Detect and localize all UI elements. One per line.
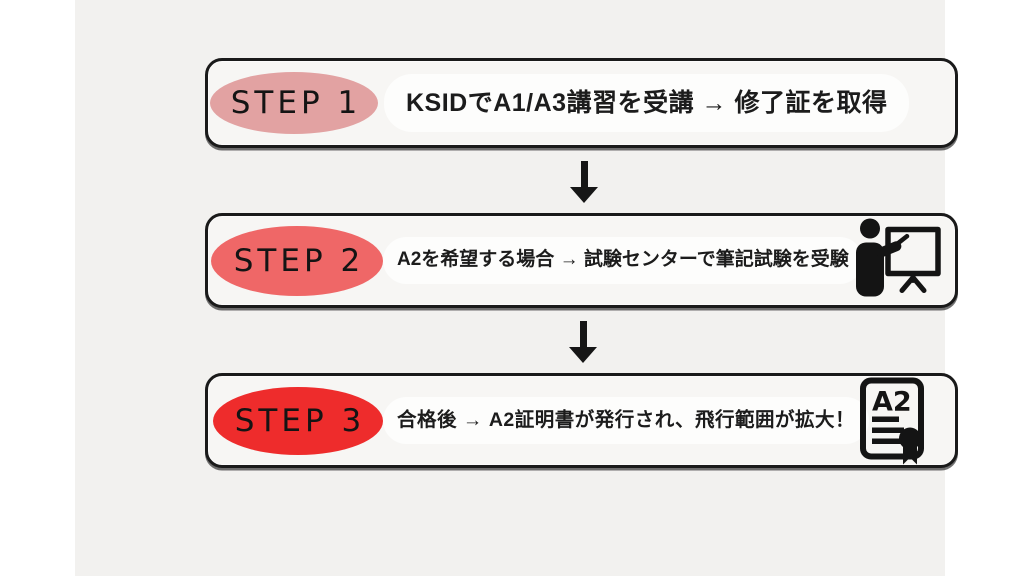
step-2-text: A2を希望する場合 → 試験センターで筆記試験を受験 <box>397 249 849 271</box>
infographic-canvas: STEP 1 KSIDでA1/A3講習を受講 → 修了証を取得 STEP 2 A… <box>75 0 958 576</box>
step-2-badge-label: STEP 2 <box>233 242 365 279</box>
step-3-text-pill: 合格後 → A2証明書が発行され、飛行範囲が拡大！ <box>383 396 869 445</box>
a2-certificate-icon: A2 <box>859 377 931 472</box>
step-1-text: KSIDでA1/A3講習を受講 → 修了証を取得 <box>406 89 888 117</box>
down-arrow-shaft <box>580 161 588 187</box>
step-3-badge: STEP 3 <box>213 386 383 455</box>
a2-certificate-label: A2 <box>872 387 912 418</box>
down-arrow-shaft <box>579 321 587 347</box>
down-arrow-icon <box>567 161 601 203</box>
down-arrow-icon <box>566 321 600 363</box>
step-1-badge: STEP 1 <box>210 72 378 134</box>
step-1-box: STEP 1 KSIDでA1/A3講習を受講 → 修了証を取得 <box>205 58 958 148</box>
down-arrow-head <box>570 187 598 203</box>
step-2-badge: STEP 2 <box>211 225 383 296</box>
step-3-text: 合格後 → A2証明書が発行され、飛行範囲が拡大！ <box>397 408 855 431</box>
down-arrow-head <box>569 347 597 363</box>
step-1-text-pill: KSIDでA1/A3講習を受講 → 修了証を取得 <box>384 74 910 132</box>
step-3-badge-label: STEP 3 <box>234 402 366 439</box>
step-2-box: STEP 2 A2を希望する場合 → 試験センターで筆記試験を受験 <box>205 213 958 308</box>
step-3-box: STEP 3 合格後 → A2証明書が発行され、飛行範囲が拡大！ A2 <box>205 373 958 468</box>
step-1-badge-label: STEP 1 <box>230 85 362 121</box>
step-2-text-pill: A2を希望する場合 → 試験センターで筆記試験を受験 <box>383 237 863 284</box>
presenter-whiteboard-icon <box>851 217 943 304</box>
